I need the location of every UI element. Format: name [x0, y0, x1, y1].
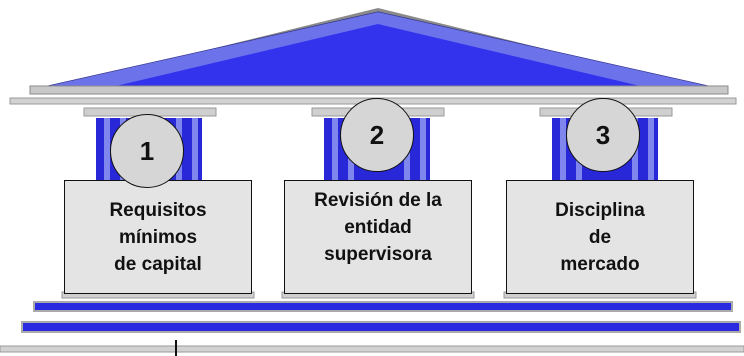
- pillar-2-box: Revisión de la entidad supervisora: [284, 180, 472, 294]
- foundation-beam-2: [21, 321, 741, 333]
- foundation-step: [0, 345, 744, 353]
- pillar-1-box: Requisitos mínimos de capital: [64, 180, 252, 294]
- pillar-2-text: Revisión de la entidad supervisora: [314, 190, 442, 265]
- pillar-2-number: 2: [340, 98, 414, 172]
- foundation-beam-1: [33, 301, 733, 312]
- pillar-3-number: 3: [566, 98, 640, 172]
- roof-highlight: [48, 12, 708, 86]
- pillar-3-box: Disciplina de mercado: [506, 180, 694, 294]
- pillar-3-text: Disciplina de mercado: [555, 199, 645, 275]
- roof-base: [29, 85, 729, 95]
- pillar-1-text: Requisitos mínimos de capital: [109, 199, 207, 275]
- pillar-1-number: 1: [110, 114, 184, 188]
